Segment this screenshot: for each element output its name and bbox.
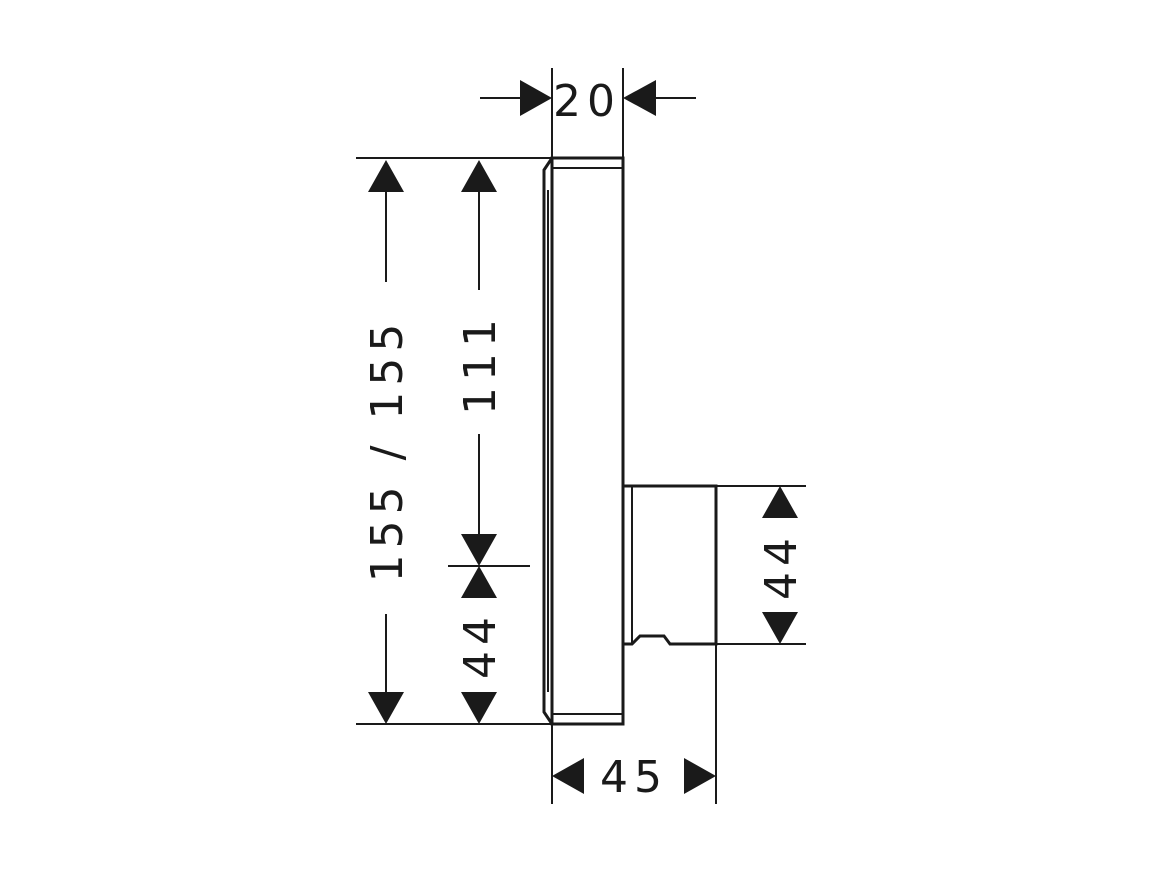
dimension-total-height: 155 / 155 xyxy=(356,157,552,725)
arrowhead-down-icon xyxy=(461,692,497,724)
product-outline xyxy=(542,156,718,726)
arrowhead-left-icon xyxy=(552,758,584,794)
dimension-lower-height-right: 44 xyxy=(716,485,807,645)
plate-back-edge xyxy=(542,157,554,725)
dimension-label-top-width: 20 xyxy=(553,76,621,127)
dimension-upper-height: 111 xyxy=(455,160,506,566)
dimension-label-lower-height-left: 44 xyxy=(455,611,506,679)
mounting-block xyxy=(623,484,718,646)
arrowhead-right-icon xyxy=(684,758,716,794)
arrowhead-down-icon xyxy=(461,534,497,566)
dimension-label-bottom-depth: 45 xyxy=(600,752,668,803)
arrowhead-up-icon xyxy=(461,160,497,192)
arrowhead-up-icon xyxy=(461,566,497,598)
arrowhead-down-icon xyxy=(368,692,404,724)
arrowhead-left-icon xyxy=(623,80,656,116)
dimension-lower-height-left: 44 xyxy=(448,565,530,724)
dimension-label-lower-height-right: 44 xyxy=(756,532,807,600)
arrowhead-right-icon xyxy=(520,80,552,116)
dimension-label-upper-height: 111 xyxy=(455,313,506,415)
arrowhead-up-icon xyxy=(762,486,798,518)
dimension-bottom-depth: 45 xyxy=(551,644,717,804)
cover-plate xyxy=(550,156,625,726)
dimension-label-total-height: 155 / 155 xyxy=(362,318,413,583)
dimension-top-width: 20 xyxy=(480,68,696,158)
arrowhead-down-icon xyxy=(762,612,798,644)
arrowhead-up-icon xyxy=(368,160,404,192)
